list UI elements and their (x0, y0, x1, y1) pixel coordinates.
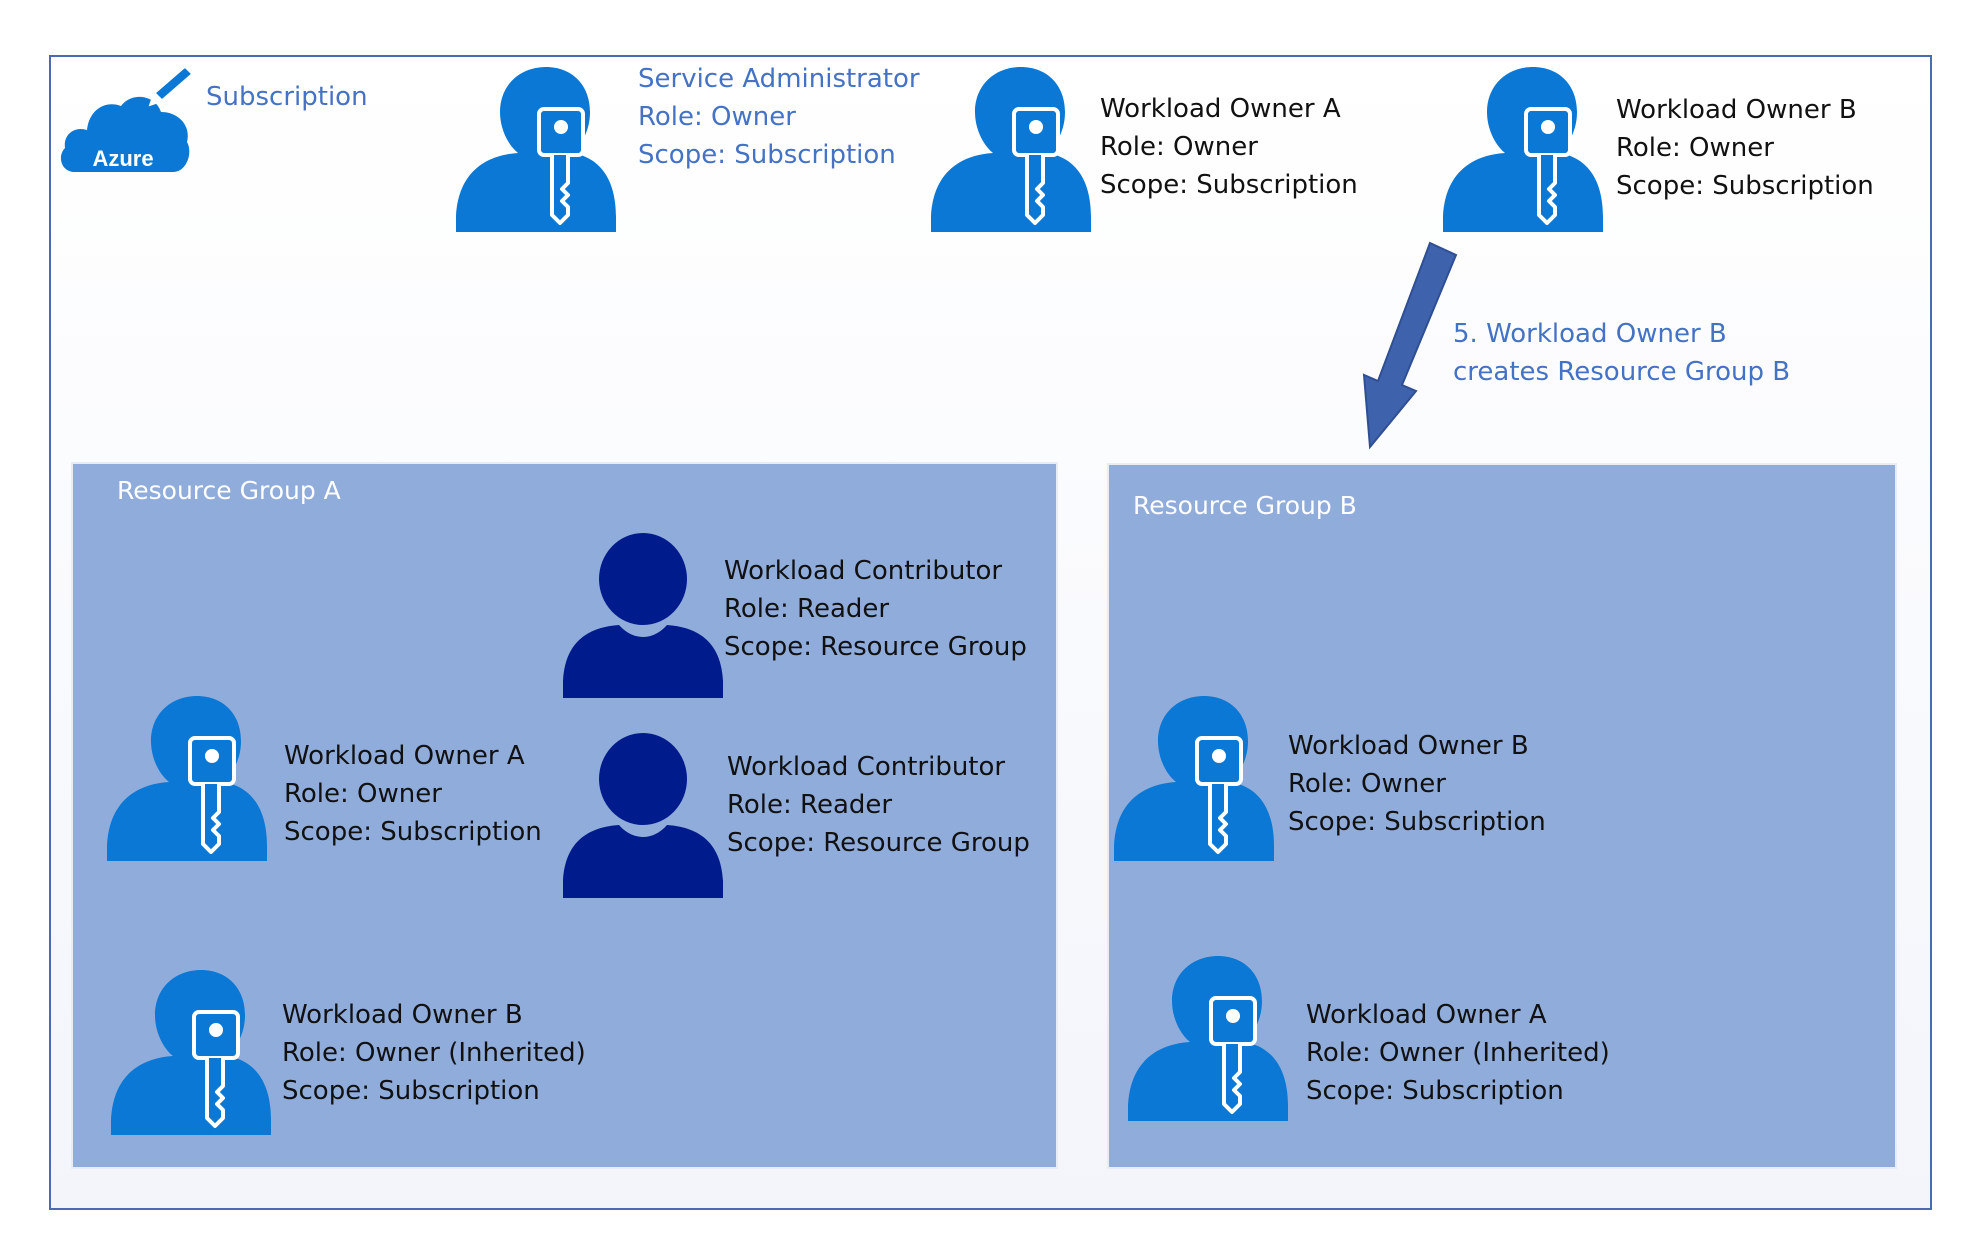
workload-contributor-info: Workload Contributor Role: Reader Scope:… (727, 748, 1030, 862)
person-name: Service Administrator (638, 64, 920, 94)
azure-cloud-icon: Azure (55, 63, 196, 182)
step-annotation: 5. Workload Owner B creates Resource Gro… (1453, 315, 1790, 391)
person-scope: Scope: Subscription (282, 1076, 540, 1106)
resource-group-b-title: Resource Group B (1133, 491, 1357, 520)
person-role: Role: Owner (1288, 769, 1446, 799)
workload-owner-a-info: Workload Owner A Role: Owner (Inherited)… (1306, 996, 1610, 1110)
person-role: Role: Reader (727, 790, 893, 820)
resource-group-a-title: Resource Group A (117, 476, 341, 505)
person-scope: Scope: Subscription (1100, 170, 1358, 200)
person-scope: Scope: Resource Group (727, 828, 1030, 858)
workload-owner-a-icon (931, 67, 1091, 232)
person-name: Workload Owner B (1616, 95, 1857, 125)
workload-owner-b-icon (111, 970, 271, 1135)
subscription-label: Subscription (206, 82, 368, 112)
workload-owner-a-icon (1128, 956, 1288, 1121)
step-line: creates Resource Group B (1453, 357, 1791, 387)
person-role: Role: Owner (Inherited) (1306, 1038, 1610, 1068)
person-role: Role: Reader (724, 594, 890, 624)
person-name: Workload Owner B (1288, 731, 1529, 761)
person-scope: Scope: Subscription (638, 140, 896, 170)
person-scope: Scope: Subscription (284, 817, 542, 847)
create-arrow-icon (1330, 235, 1470, 459)
azure-label: Azure (92, 146, 153, 171)
person-role: Role: Owner (284, 779, 442, 809)
workload-owner-a-info: Workload Owner A Role: Owner Scope: Subs… (284, 737, 542, 851)
person-role: Role: Owner (Inherited) (282, 1038, 586, 1068)
person-scope: Scope: Subscription (1288, 807, 1546, 837)
service-administrator-info: Service Administrator Role: Owner Scope:… (638, 60, 920, 174)
workload-owner-b-icon (1443, 67, 1603, 232)
workload-owner-a-icon (107, 696, 267, 861)
person-scope: Scope: Resource Group (724, 632, 1027, 662)
service-administrator-icon (456, 67, 616, 232)
person-name: Workload Owner B (282, 1000, 523, 1030)
person-name: Workload Contributor (727, 752, 1006, 782)
workload-owner-b-info: Workload Owner B Role: Owner (Inherited)… (282, 996, 586, 1110)
step-line: 5. Workload Owner B (1453, 319, 1727, 349)
person-role: Role: Owner (638, 102, 796, 132)
person-name: Workload Owner A (1306, 1000, 1547, 1030)
person-name: Workload Owner A (1100, 94, 1341, 124)
person-role: Role: Owner (1616, 133, 1774, 163)
person-scope: Scope: Subscription (1306, 1076, 1564, 1106)
person-name: Workload Owner A (284, 741, 525, 771)
workload-contributor-icon (563, 533, 723, 698)
workload-owner-a-info: Workload Owner A Role: Owner Scope: Subs… (1100, 90, 1358, 204)
workload-owner-b-info: Workload Owner B Role: Owner Scope: Subs… (1616, 91, 1874, 205)
workload-contributor-icon (563, 733, 723, 898)
person-role: Role: Owner (1100, 132, 1258, 162)
workload-contributor-info: Workload Contributor Role: Reader Scope:… (724, 552, 1027, 666)
workload-owner-b-icon (1114, 696, 1274, 861)
person-scope: Scope: Subscription (1616, 171, 1874, 201)
workload-owner-b-info: Workload Owner B Role: Owner Scope: Subs… (1288, 727, 1546, 841)
person-name: Workload Contributor (724, 556, 1003, 586)
